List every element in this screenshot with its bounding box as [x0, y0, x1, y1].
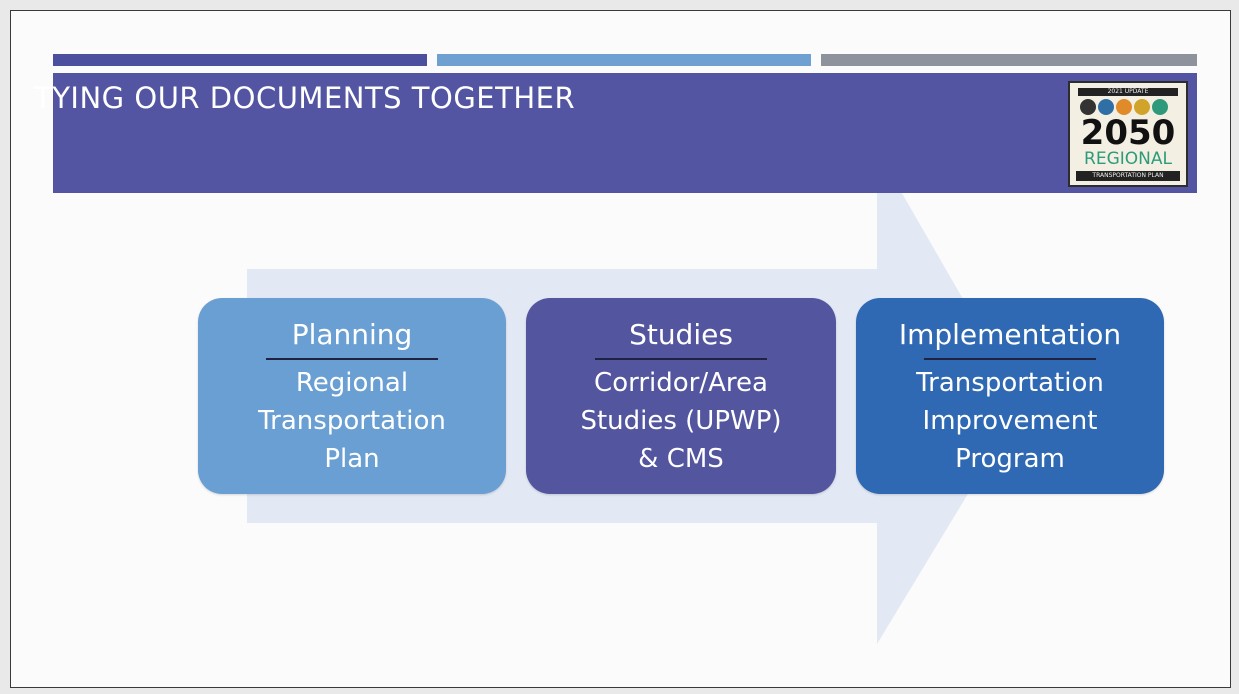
stage-line: Transportation	[916, 368, 1104, 398]
accent-bar-light	[437, 54, 811, 66]
stage-line: Regional	[295, 368, 409, 398]
stage-description: Regional Transportation Plan	[198, 364, 506, 478]
stage-line: Program	[955, 444, 1065, 474]
stage-line: Plan	[324, 444, 380, 474]
logo-year: 2050	[1080, 113, 1176, 153]
stage-heading: Planning	[291, 318, 413, 351]
logo-update-label: 2021 UPDATE	[1078, 88, 1178, 96]
stage-heading: Studies	[629, 318, 733, 351]
stage-implementation-box: Implementation Transportation Improvemen…	[856, 298, 1164, 494]
train-icon	[1152, 99, 1168, 115]
stage-description: Corridor/Area Studies (UPWP) & CMS	[526, 364, 836, 478]
logo-regional: REGIONAL	[1084, 149, 1172, 169]
stage-line: Transportation	[258, 406, 446, 436]
stage-heading: Implementation	[898, 318, 1122, 351]
walk-icon	[1134, 99, 1150, 115]
stage-line: Improvement	[922, 406, 1098, 436]
heading-divider	[266, 358, 438, 360]
bike-icon	[1116, 99, 1132, 115]
slide-title: TYING OUR DOCUMENTS TOGETHER	[34, 81, 576, 115]
bus-icon	[1098, 99, 1114, 115]
stage-line: Studies (UPWP)	[580, 406, 782, 436]
title-band	[53, 73, 1197, 193]
slide: TYING OUR DOCUMENTS TOGETHER 2021 UPDATE…	[10, 10, 1231, 688]
rtp-2050-logo: 2021 UPDATE 2050 REGIONAL TRANSPORTATION…	[1068, 81, 1188, 187]
accent-bar-gray	[821, 54, 1197, 66]
logo-mode-icons	[1080, 99, 1180, 117]
stage-description: Transportation Improvement Program	[856, 364, 1164, 478]
car-icon	[1080, 99, 1096, 115]
logo-plan-label: TRANSPORTATION PLAN	[1076, 171, 1180, 181]
stage-studies-box: Studies Corridor/Area Studies (UPWP) & C…	[526, 298, 836, 494]
stage-planning-box: Planning Regional Transportation Plan	[198, 298, 506, 494]
stage-line: & CMS	[638, 444, 724, 474]
heading-divider	[924, 358, 1096, 360]
accent-bar-dark	[53, 54, 427, 66]
stage-line: Corridor/Area	[594, 368, 768, 398]
heading-divider	[595, 358, 767, 360]
